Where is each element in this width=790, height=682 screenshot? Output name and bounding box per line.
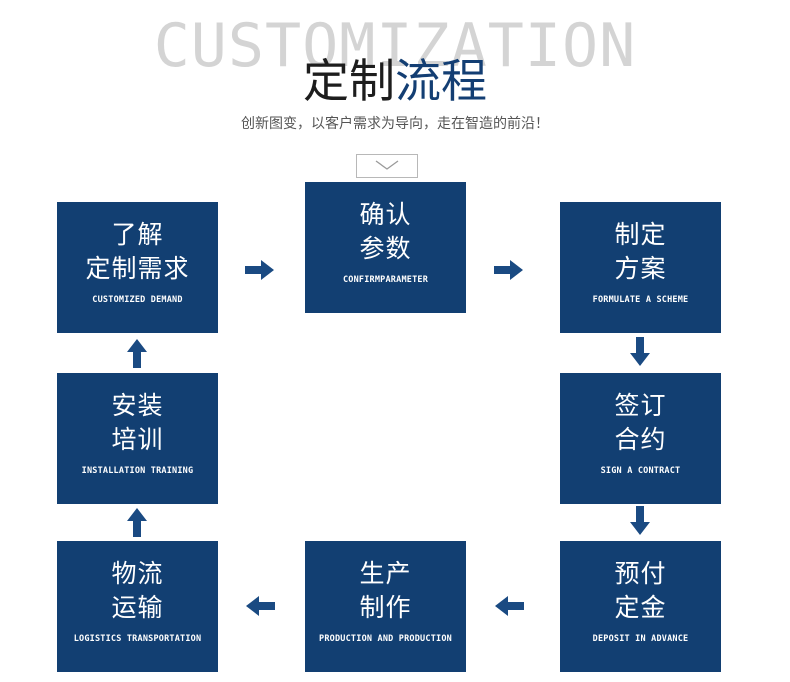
step-subtitle: SIGN A CONTRACT — [600, 466, 681, 476]
step-title-line1: 制定 — [614, 220, 667, 249]
step-title-line1: 安装 — [111, 391, 164, 420]
arrow-down-icon — [630, 337, 650, 367]
step-card-formulate-scheme: 制定方案 FORMULATE A SCHEME — [560, 202, 721, 333]
page-subtitle: 创新图变，以客户需求为导向，走在智造的前沿！ — [241, 116, 549, 132]
title-dark: 定制 — [303, 54, 395, 108]
step-title-line1: 确认 — [359, 200, 412, 229]
step-subtitle: INSTALLATION TRAINING — [81, 466, 194, 476]
arrow-up-icon — [127, 507, 147, 537]
step-title-line1: 预付 — [614, 559, 667, 588]
step-title-line2: 定制需求 — [85, 254, 190, 283]
step-subtitle: FORMULATE A SCHEME — [592, 295, 689, 305]
step-subtitle: DEPOSIT IN ADVANCE — [592, 634, 689, 644]
step-title-line2: 合约 — [614, 425, 667, 454]
step-card-deposit: 预付定金 DEPOSIT IN ADVANCE — [560, 541, 721, 672]
step-title-line1: 了解 — [111, 220, 164, 249]
step-title-line2: 培训 — [111, 425, 164, 454]
arrow-left-icon — [245, 596, 275, 616]
step-subtitle: CONFIRMPARAMETER — [342, 275, 429, 285]
step-card-understand-demand: 了解定制需求 CUSTOMIZED DEMAND — [57, 202, 218, 333]
step-title-line2: 运输 — [111, 593, 164, 622]
step-title-line2: 定金 — [614, 593, 667, 622]
chevron-down-icon — [356, 154, 418, 178]
step-title-line2: 参数 — [359, 234, 412, 263]
arrow-up-icon — [127, 338, 147, 368]
step-subtitle: LOGISTICS TRANSPORTATION — [73, 634, 202, 644]
arrow-down-icon — [630, 506, 650, 536]
step-subtitle: PRODUCTION AND PRODUCTION — [319, 634, 452, 644]
step-card-production: 生产制作 PRODUCTION AND PRODUCTION — [305, 541, 466, 672]
step-title-line1: 物流 — [111, 559, 164, 588]
step-card-logistics: 物流运输 LOGISTICS TRANSPORTATION — [57, 541, 218, 672]
title-accent: 流程 — [395, 54, 487, 108]
step-title-line2: 方案 — [614, 254, 667, 283]
step-card-confirm-parameters: 确认参数 CONFIRMPARAMETER — [305, 182, 466, 313]
background-heading: CUSTOMIZATION — [153, 11, 637, 81]
step-subtitle: CUSTOMIZED DEMAND — [92, 295, 183, 305]
step-card-sign-contract: 签订合约 SIGN A CONTRACT — [560, 373, 721, 504]
page-title: 定制流程 — [0, 52, 790, 110]
step-title-line1: 签订 — [614, 391, 667, 420]
arrow-right-icon — [494, 260, 524, 280]
step-title-line1: 生产 — [359, 559, 412, 588]
arrow-left-icon — [494, 596, 524, 616]
step-card-installation: 安装培训 INSTALLATION TRAINING — [57, 373, 218, 504]
step-title-line2: 制作 — [359, 593, 412, 622]
arrow-right-icon — [245, 260, 275, 280]
